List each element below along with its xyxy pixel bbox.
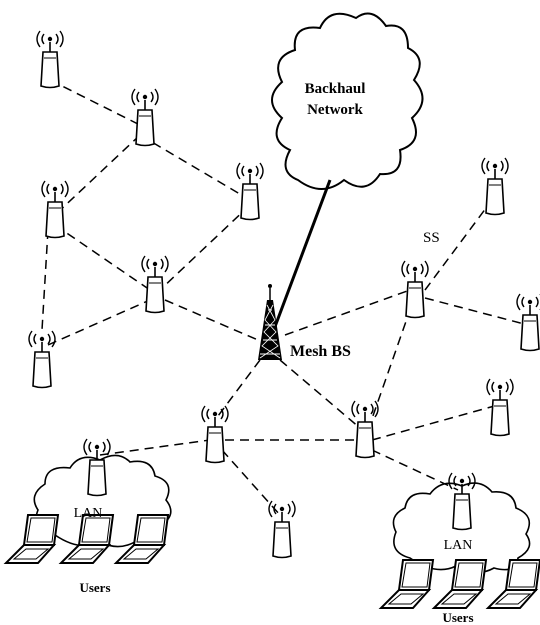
lan-label-left: LAN: [74, 506, 103, 521]
backhaul-label-line1: Backhaul: [305, 81, 366, 97]
link: [159, 204, 251, 291]
link: [371, 404, 499, 441]
ss-node: [401, 260, 429, 319]
link: [164, 299, 259, 341]
laptop-icon: [380, 559, 434, 609]
backhaul-link: [268, 179, 332, 341]
lan-label-right: LAN: [444, 538, 473, 553]
backhaul-label-line2: Network: [307, 102, 363, 118]
wireless-links: [41, 79, 529, 516]
link: [49, 79, 141, 126]
link: [371, 449, 459, 491]
ss-node: [41, 180, 69, 239]
ss-node: [268, 500, 296, 559]
link: [221, 449, 281, 516]
link: [54, 134, 141, 216]
ss-node: [131, 88, 159, 147]
mesh-bs-label: Mesh BS: [290, 343, 351, 360]
link: [424, 297, 529, 326]
ss-label: SS: [423, 230, 440, 246]
link: [367, 309, 411, 431]
ss-node: [141, 255, 169, 314]
ss-node: [36, 30, 64, 89]
ss-node: [236, 162, 264, 221]
backhaul-cloud: [271, 12, 424, 190]
ss-node: [351, 400, 379, 459]
link: [99, 439, 211, 456]
ss-node: [201, 405, 229, 464]
users-label-left: Users: [79, 580, 110, 595]
ss-node: [28, 330, 56, 389]
link: [41, 229, 49, 331]
link: [54, 224, 151, 291]
link: [284, 289, 411, 336]
laptop-icon: [5, 514, 59, 564]
link: [139, 134, 251, 201]
link: [279, 359, 361, 429]
users-label-right: Users: [442, 610, 473, 625]
ss-node: [481, 157, 509, 216]
link: [47, 299, 151, 346]
mesh-bs-tower: [258, 284, 282, 360]
link: [424, 199, 493, 291]
